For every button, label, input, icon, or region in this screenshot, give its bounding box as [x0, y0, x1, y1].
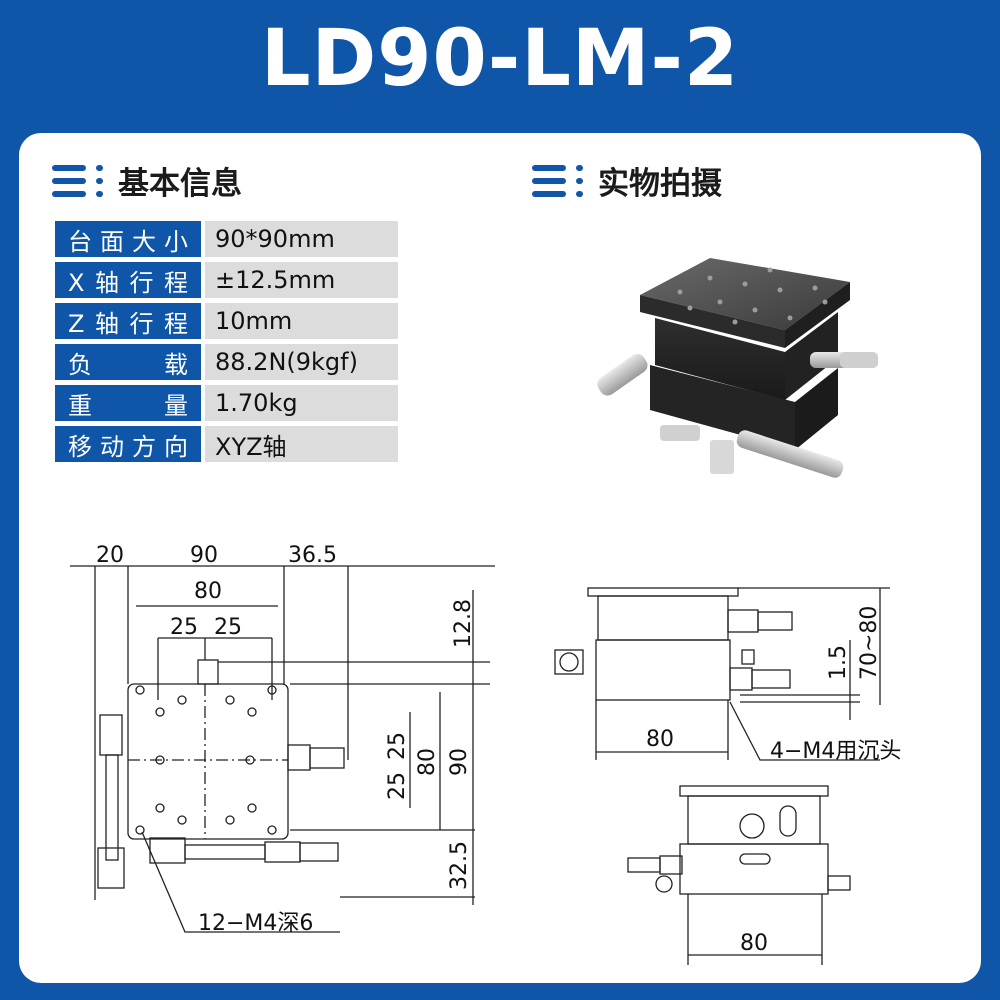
product-photo	[597, 258, 878, 478]
list-icon	[52, 164, 103, 197]
section-title: 实物拍摄	[598, 166, 722, 202]
spec-value: ±12.5mm	[201, 262, 398, 298]
spec-key: Z轴行程	[55, 303, 201, 339]
spec-key: 重 量	[55, 385, 201, 421]
spec-key: 负 载	[55, 344, 201, 380]
spec-value: 90*90mm	[201, 221, 398, 257]
spec-value: 10mm	[201, 303, 398, 339]
spec-key: 台面大小	[55, 221, 201, 257]
list-icon	[532, 164, 583, 197]
spec-table: 台面大小 90*90mm X轴行程 ±12.5mm Z轴行程 10mm 负 载 …	[55, 216, 398, 467]
spec-key: X轴行程	[55, 262, 201, 298]
spec-key: 移动方向	[55, 426, 201, 462]
section-photo: 实物拍摄	[532, 158, 722, 203]
spec-row: 台面大小 90*90mm	[55, 221, 398, 257]
section-title: 基本信息	[118, 166, 242, 202]
spec-row: 重 量 1.70kg	[55, 385, 398, 421]
spec-value: 1.70kg	[201, 385, 398, 421]
section-basic-info: 基本信息	[52, 158, 242, 203]
page-title: LD90-LM-2	[260, 14, 740, 104]
spec-row: X轴行程 ±12.5mm	[55, 262, 398, 298]
spec-row: Z轴行程 10mm	[55, 303, 398, 339]
spec-value: XYZ轴	[201, 426, 398, 462]
spec-row: 移动方向 XYZ轴	[55, 426, 398, 462]
spec-value: 88.2N(9kgf)	[201, 344, 398, 380]
spec-row: 负 载 88.2N(9kgf)	[55, 344, 398, 380]
